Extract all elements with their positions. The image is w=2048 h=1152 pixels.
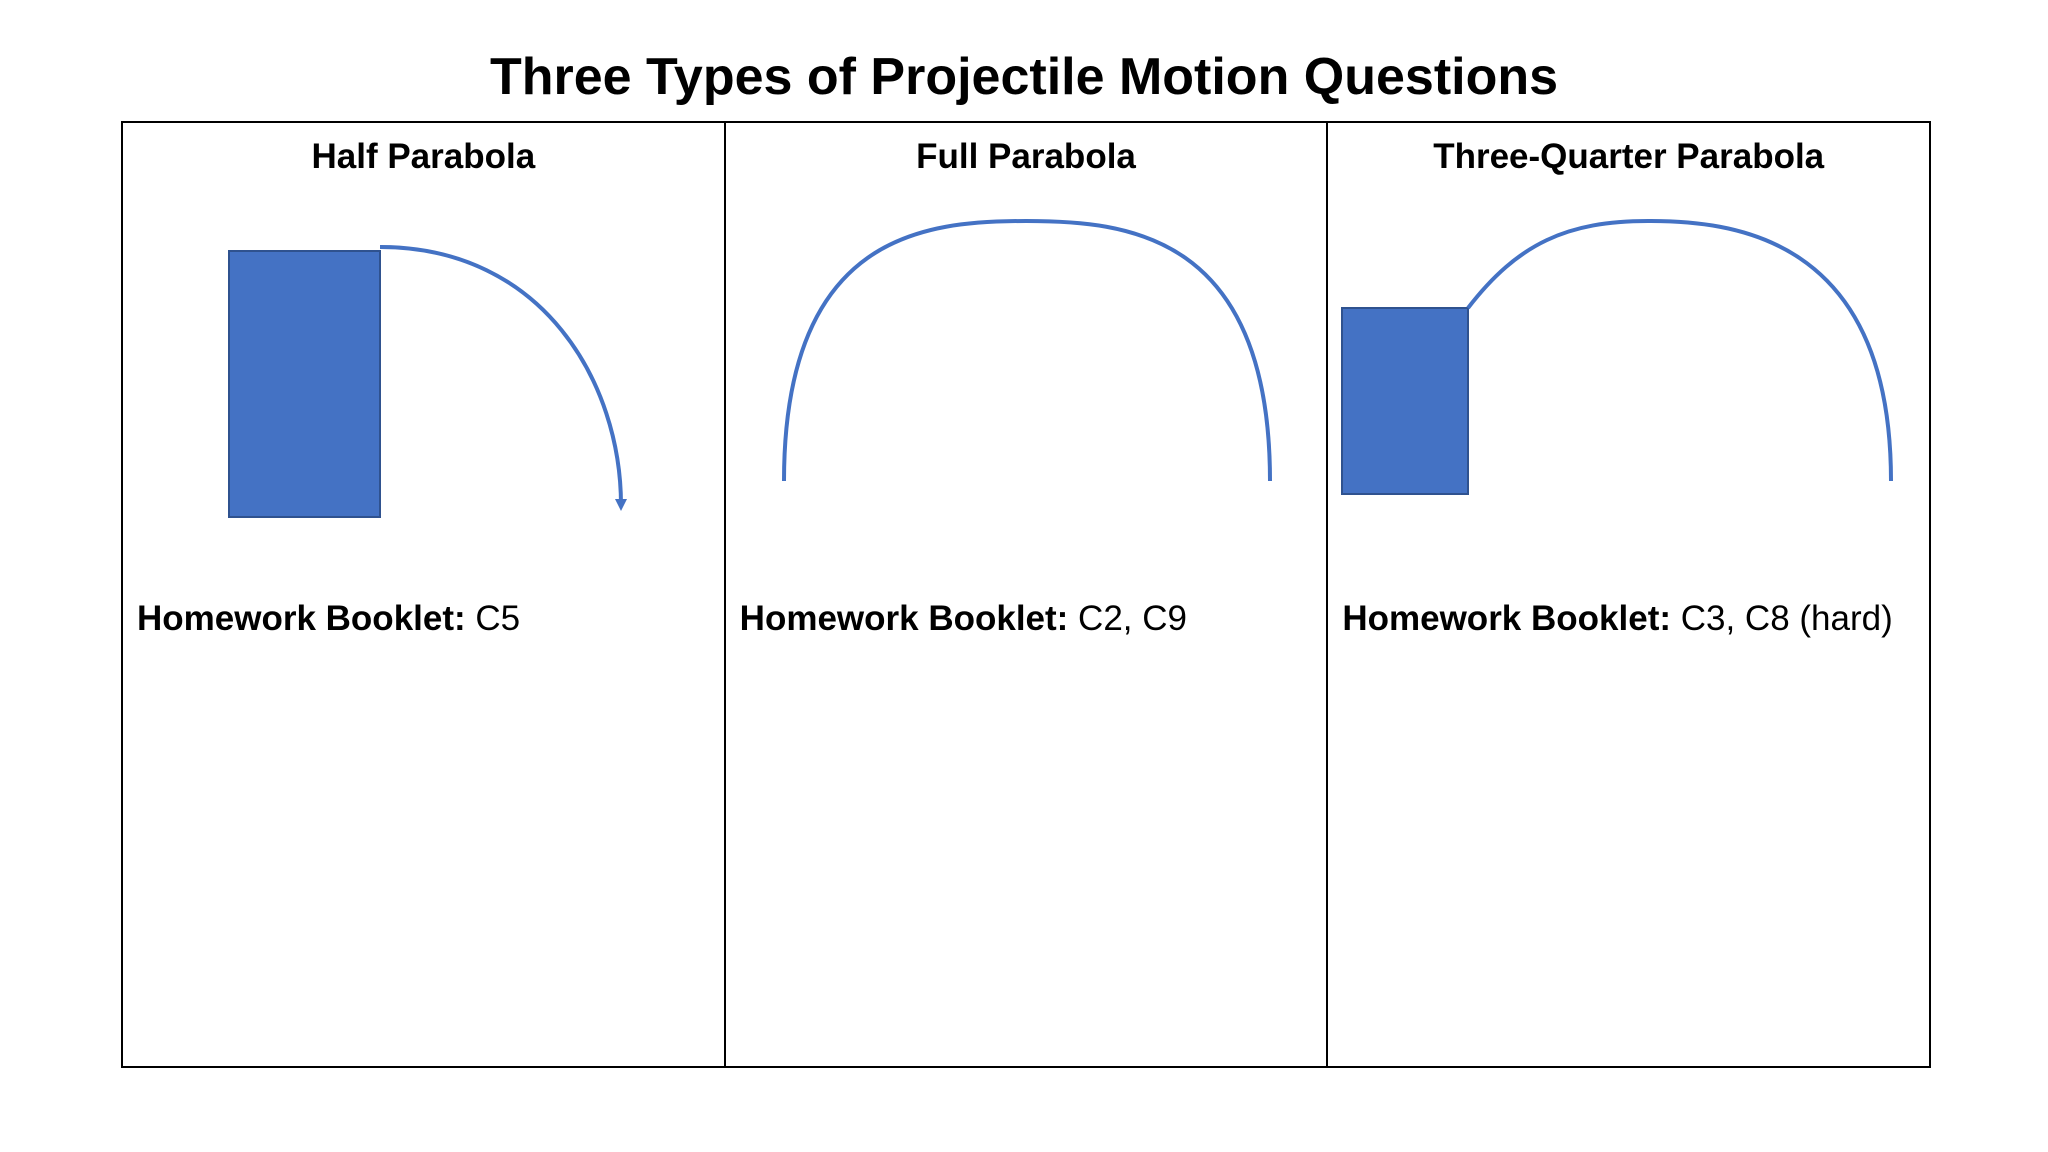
homework-booklet-line: Homework Booklet: C2, C9 <box>740 597 1187 641</box>
panel-table: Half Parabola Homework Booklet: C5 Full … <box>121 121 1931 1068</box>
panel-heading: Full Parabola <box>916 137 1136 176</box>
launch-platform-block <box>1341 307 1470 495</box>
full-parabola-figure <box>781 218 1272 482</box>
homework-booklet-line: Homework Booklet: C3, C8 (hard) <box>1342 597 1892 641</box>
panel-three-quarter-parabola: Three-Quarter Parabola Homework Booklet:… <box>1326 123 1929 1066</box>
homework-booklet-value: C2, C9 <box>1068 599 1187 638</box>
homework-booklet-value: C5 <box>465 599 521 638</box>
panel-half-parabola: Half Parabola Homework Booklet: C5 <box>123 123 724 1066</box>
homework-booklet-value: C3, C8 (hard) <box>1671 599 1893 638</box>
half-parabola-trajectory <box>379 245 627 511</box>
homework-booklet-label: Homework Booklet: <box>739 599 1069 638</box>
panel-heading: Three-Quarter Parabola <box>1433 137 1825 176</box>
panel-full-parabola: Full Parabola Homework Booklet: C2, C9 <box>723 123 1327 1066</box>
homework-booklet-label: Homework Booklet: <box>1342 599 1671 638</box>
half-parabola-figure <box>228 245 627 518</box>
page-title: Three Types of Projectile Motion Questio… <box>489 48 1559 106</box>
homework-booklet-label: Homework Booklet: <box>137 599 466 638</box>
three-quarter-parabola-trajectory <box>1466 218 1894 482</box>
homework-booklet-line: Homework Booklet: C5 <box>137 597 520 641</box>
three-quarter-parabola-figure <box>1341 218 1894 495</box>
panel-heading: Half Parabola <box>311 137 536 176</box>
launch-platform-block <box>228 250 381 518</box>
full-parabola-trajectory <box>781 218 1272 482</box>
